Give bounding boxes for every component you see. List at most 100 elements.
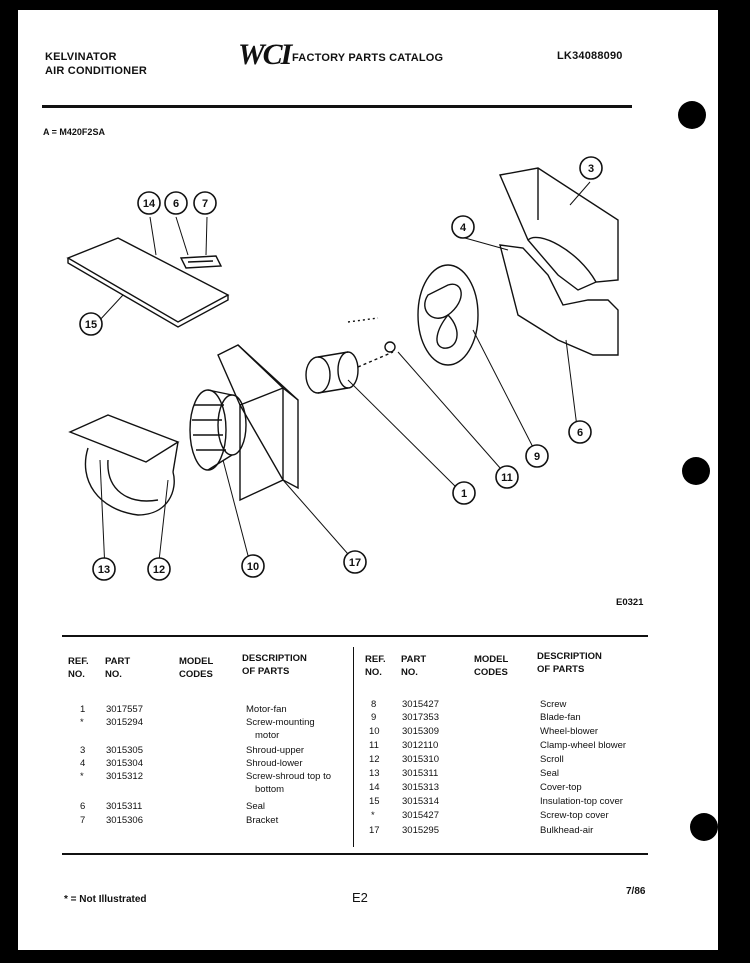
callout-7: 7 xyxy=(193,191,217,215)
left-header-model: MODEL CODES xyxy=(179,655,213,681)
left-header-ref: REF. NO. xyxy=(68,655,89,681)
desc-cell: Clamp-wheel blower xyxy=(540,740,627,751)
catalog-title: FACTORY PARTS CATALOG xyxy=(292,52,444,64)
part-cell: 3015309 xyxy=(402,726,439,737)
part-cell: 3015311 xyxy=(106,801,143,812)
svg-text:12: 12 xyxy=(153,564,165,576)
desc-cell: Screw-shroud top to xyxy=(246,771,332,782)
callout-13: 13 xyxy=(92,557,116,581)
binder-hole-middle xyxy=(682,457,710,485)
model-line: A = M420F2SA xyxy=(43,127,105,137)
part-cell: 3015304 xyxy=(106,758,143,769)
page-code: E2 xyxy=(352,890,368,905)
ref-cell: 8 xyxy=(371,699,377,710)
svg-text:7: 7 xyxy=(202,198,208,210)
desc-cell: Motor-fan xyxy=(246,704,287,715)
callout-9: 9 xyxy=(525,444,549,468)
callout-3: 3 xyxy=(579,156,603,180)
part-cell: 3012110 xyxy=(402,740,439,751)
svg-text:11: 11 xyxy=(501,472,513,484)
part-cell: 3015313 xyxy=(402,782,439,793)
right-header-part-text: PART NO. xyxy=(401,654,427,678)
desc-cell: Bulkhead-air xyxy=(540,825,594,836)
svg-text:3: 3 xyxy=(588,163,594,175)
binder-hole-bottom xyxy=(690,813,718,841)
brand-line-2: AIR CONDITIONER xyxy=(45,65,147,77)
part-cell: 3017353 xyxy=(402,712,439,723)
svg-text:14: 14 xyxy=(143,198,156,210)
ref-cell: 1 xyxy=(80,704,86,715)
right-header-ref-text: REF. NO. xyxy=(365,654,386,678)
desc-cell: Screw xyxy=(540,699,567,710)
exploded-parts-diagram: 14 6 7 15 3 4 6 9 11 1 17 10 12 13 xyxy=(66,156,619,581)
desc-cell: Seal xyxy=(540,768,560,779)
ref-cell: 6 xyxy=(80,801,86,812)
svg-text:17: 17 xyxy=(349,557,361,569)
svg-text:13: 13 xyxy=(98,564,110,576)
shroud-upper-part xyxy=(499,167,619,291)
desc-cell: Cover-top xyxy=(540,782,582,793)
catalog-number: LK34088090 xyxy=(557,50,623,62)
ref-cell: * xyxy=(371,810,375,821)
callout-1: 1 xyxy=(452,481,476,505)
desc-cell: Shroud-upper xyxy=(246,745,305,756)
right-header-desc: DESCRIPTION OF PARTS xyxy=(537,650,602,676)
desc-cell: Screw-mounting xyxy=(246,717,315,728)
ref-cell: 7 xyxy=(80,815,86,826)
desc-cell: Bracket xyxy=(246,815,279,826)
ref-cell: 10 xyxy=(369,726,380,737)
ref-cell: 9 xyxy=(371,712,377,723)
table-center-divider xyxy=(353,647,354,847)
binder-hole-top xyxy=(678,101,706,129)
part-cell: 3015310 xyxy=(402,754,439,765)
brand-line-1: KELVINATOR xyxy=(45,51,117,63)
callout-14: 14 xyxy=(137,191,161,215)
svg-text:1: 1 xyxy=(461,488,467,500)
blower-wheel-part xyxy=(189,389,227,471)
left-header-desc: DESCRIPTION OF PARTS xyxy=(242,652,307,678)
svg-text:10: 10 xyxy=(247,561,259,573)
svg-text:6: 6 xyxy=(173,198,179,210)
callout-15: 15 xyxy=(79,312,103,336)
desc-cell: Shroud-lower xyxy=(246,758,303,769)
desc-cell: Scroll xyxy=(540,754,564,765)
ref-cell: 14 xyxy=(369,782,380,793)
callout-17: 17 xyxy=(343,550,367,574)
left-header-model-text: MODEL CODES xyxy=(179,656,214,680)
desc-cell: Insulation-top cover xyxy=(540,796,623,807)
svg-text:4: 4 xyxy=(460,222,467,234)
shroud-lower-part xyxy=(499,244,619,356)
right-header-model: MODEL CODES xyxy=(474,653,508,679)
part-cell: 3015312 xyxy=(106,771,143,782)
desc-cell: motor xyxy=(255,730,280,741)
callout-12: 12 xyxy=(147,557,171,581)
table-bottom-rule xyxy=(62,853,648,855)
figure-code: E0321 xyxy=(616,597,644,608)
left-header-desc-text: DESCRIPTION OF PARTS xyxy=(242,653,307,677)
left-header-part: PART NO. xyxy=(105,655,130,681)
right-header-ref: REF. NO. xyxy=(365,653,386,679)
part-cell: 3015314 xyxy=(402,796,439,807)
callout-6-top: 6 xyxy=(164,191,188,215)
desc-cell: Wheel-blower xyxy=(540,726,599,737)
right-header-model-text: MODEL CODES xyxy=(474,654,509,678)
desc-cell: Blade-fan xyxy=(540,712,581,723)
part-cell: 3015295 xyxy=(402,825,439,836)
ref-cell: 4 xyxy=(80,758,86,769)
callout-11: 11 xyxy=(495,465,519,489)
ref-cell: * xyxy=(80,717,84,728)
not-illustrated-note: * = Not Illustrated xyxy=(64,894,147,905)
desc-cell: bottom xyxy=(255,784,285,795)
ref-cell: 13 xyxy=(369,768,380,779)
ref-cell: 3 xyxy=(80,745,86,756)
ref-cell: * xyxy=(80,771,84,782)
svg-text:9: 9 xyxy=(534,451,540,463)
left-header-ref-text: REF. NO. xyxy=(68,656,89,680)
fan-blade-part xyxy=(417,264,479,366)
table-top-rule xyxy=(62,635,648,637)
ref-cell: 17 xyxy=(369,825,380,836)
part-cell: 3015306 xyxy=(106,815,143,826)
part-cell: 3015294 xyxy=(106,717,143,728)
ref-cell: 11 xyxy=(369,740,379,751)
part-cell: 3015427 xyxy=(402,699,439,710)
